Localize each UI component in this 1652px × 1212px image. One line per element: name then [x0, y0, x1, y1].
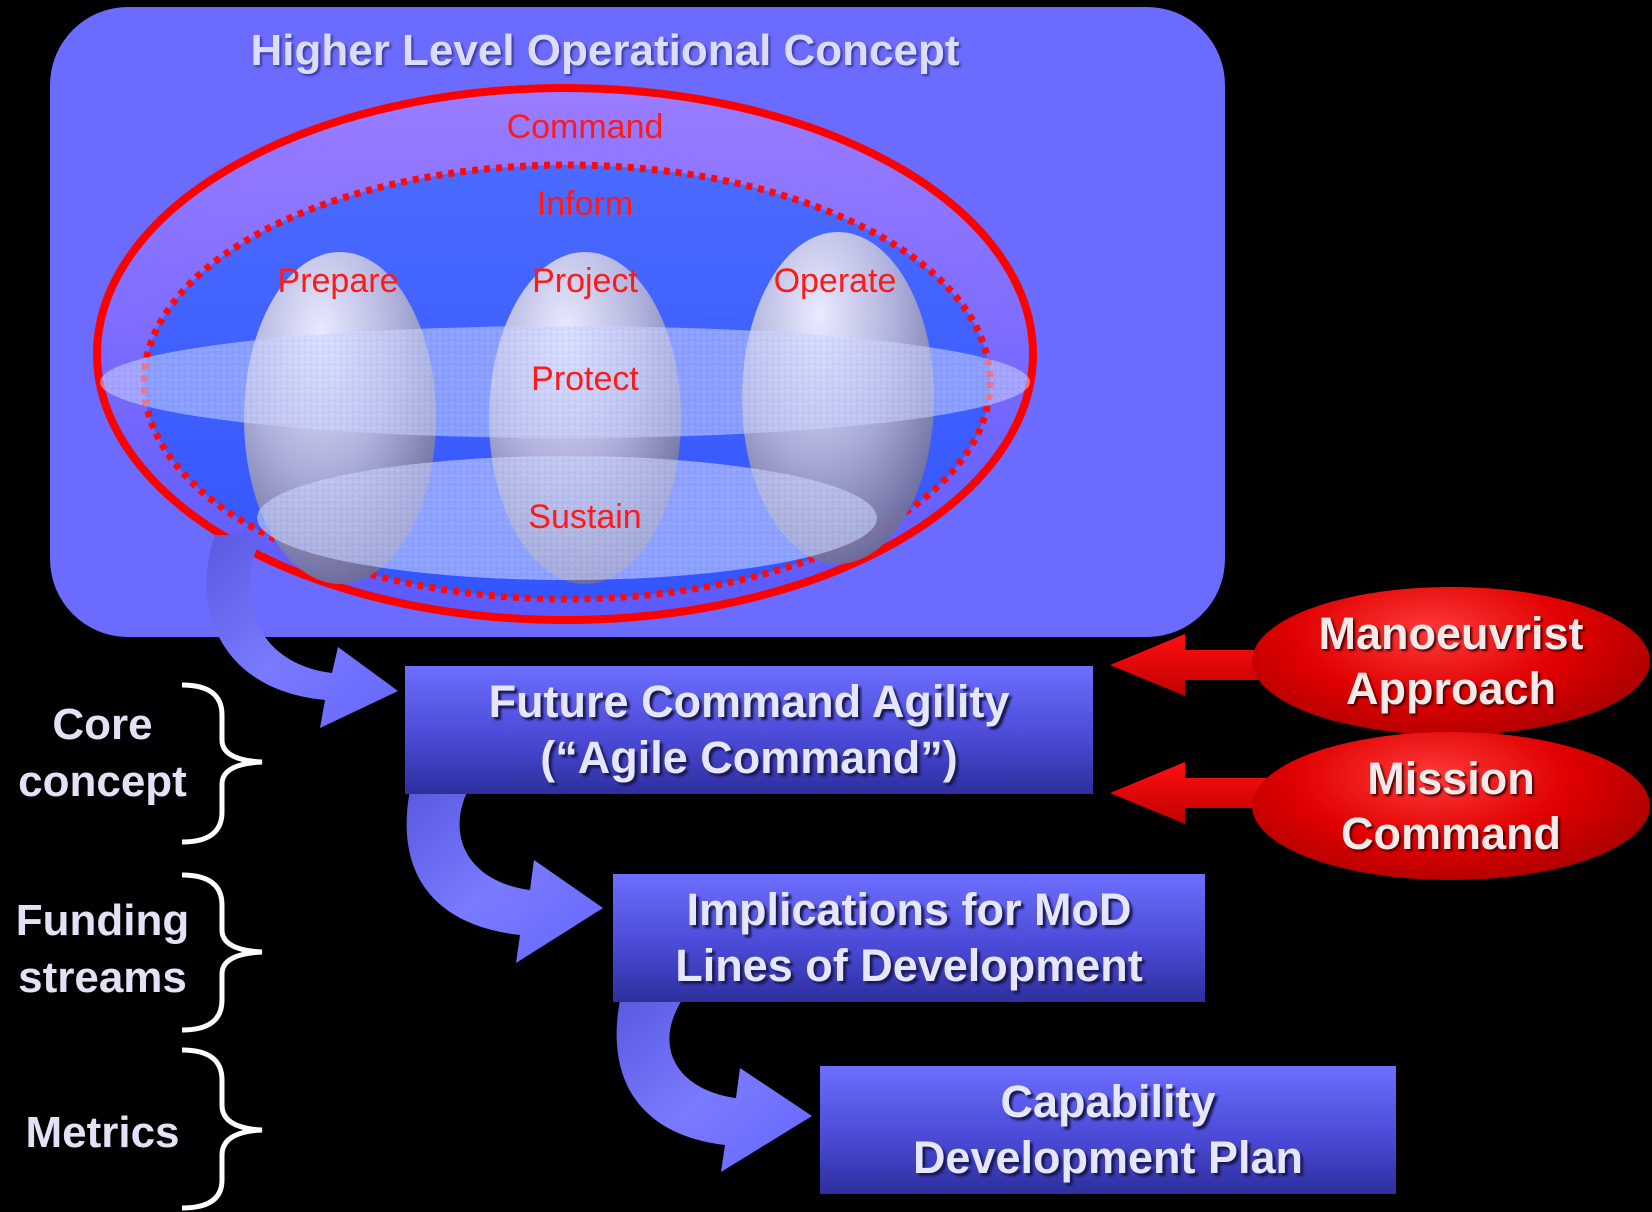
- panel-title: Higher Level Operational Concept: [250, 26, 960, 75]
- mission-command-arrow: [1110, 762, 1300, 824]
- protect-disc: [100, 326, 1030, 438]
- metrics-brace: [181, 1047, 263, 1211]
- core-concept-brace: [181, 682, 263, 845]
- core-concept-label: Core concept: [18, 700, 187, 806]
- protect-label: Protect: [531, 360, 639, 398]
- manoeuvrist-arrow: [1110, 634, 1300, 696]
- inform-label: Inform: [536, 185, 634, 223]
- command-label: Command: [506, 108, 664, 146]
- manoeuvrist-approach-pill: Manoeuvrist Approach: [1252, 587, 1650, 735]
- future-command-agility-box: Future Command Agility (“Agile Command”): [405, 666, 1093, 794]
- funding-streams-brace: [181, 872, 263, 1033]
- sustain-label: Sustain: [528, 498, 642, 536]
- flow-arrow-implications-to-plan: [616, 1000, 812, 1172]
- flow-arrow-agility-to-implications: [406, 790, 603, 963]
- funding-streams-label: Funding streams: [15, 896, 190, 1002]
- capability-plan-box: Capability Development Plan: [820, 1066, 1396, 1194]
- prepare-label: Prepare: [277, 262, 399, 300]
- sustain-disc: [257, 456, 877, 580]
- metrics-label: Metrics: [25, 1108, 180, 1157]
- implications-box: Implications for MoD Lines of Developmen…: [613, 874, 1205, 1002]
- project-label: Project: [532, 262, 638, 300]
- mission-command-pill: Mission Command: [1252, 732, 1650, 880]
- operate-label: Operate: [773, 262, 897, 300]
- flow-arrow-concept-to-agility: [206, 535, 398, 728]
